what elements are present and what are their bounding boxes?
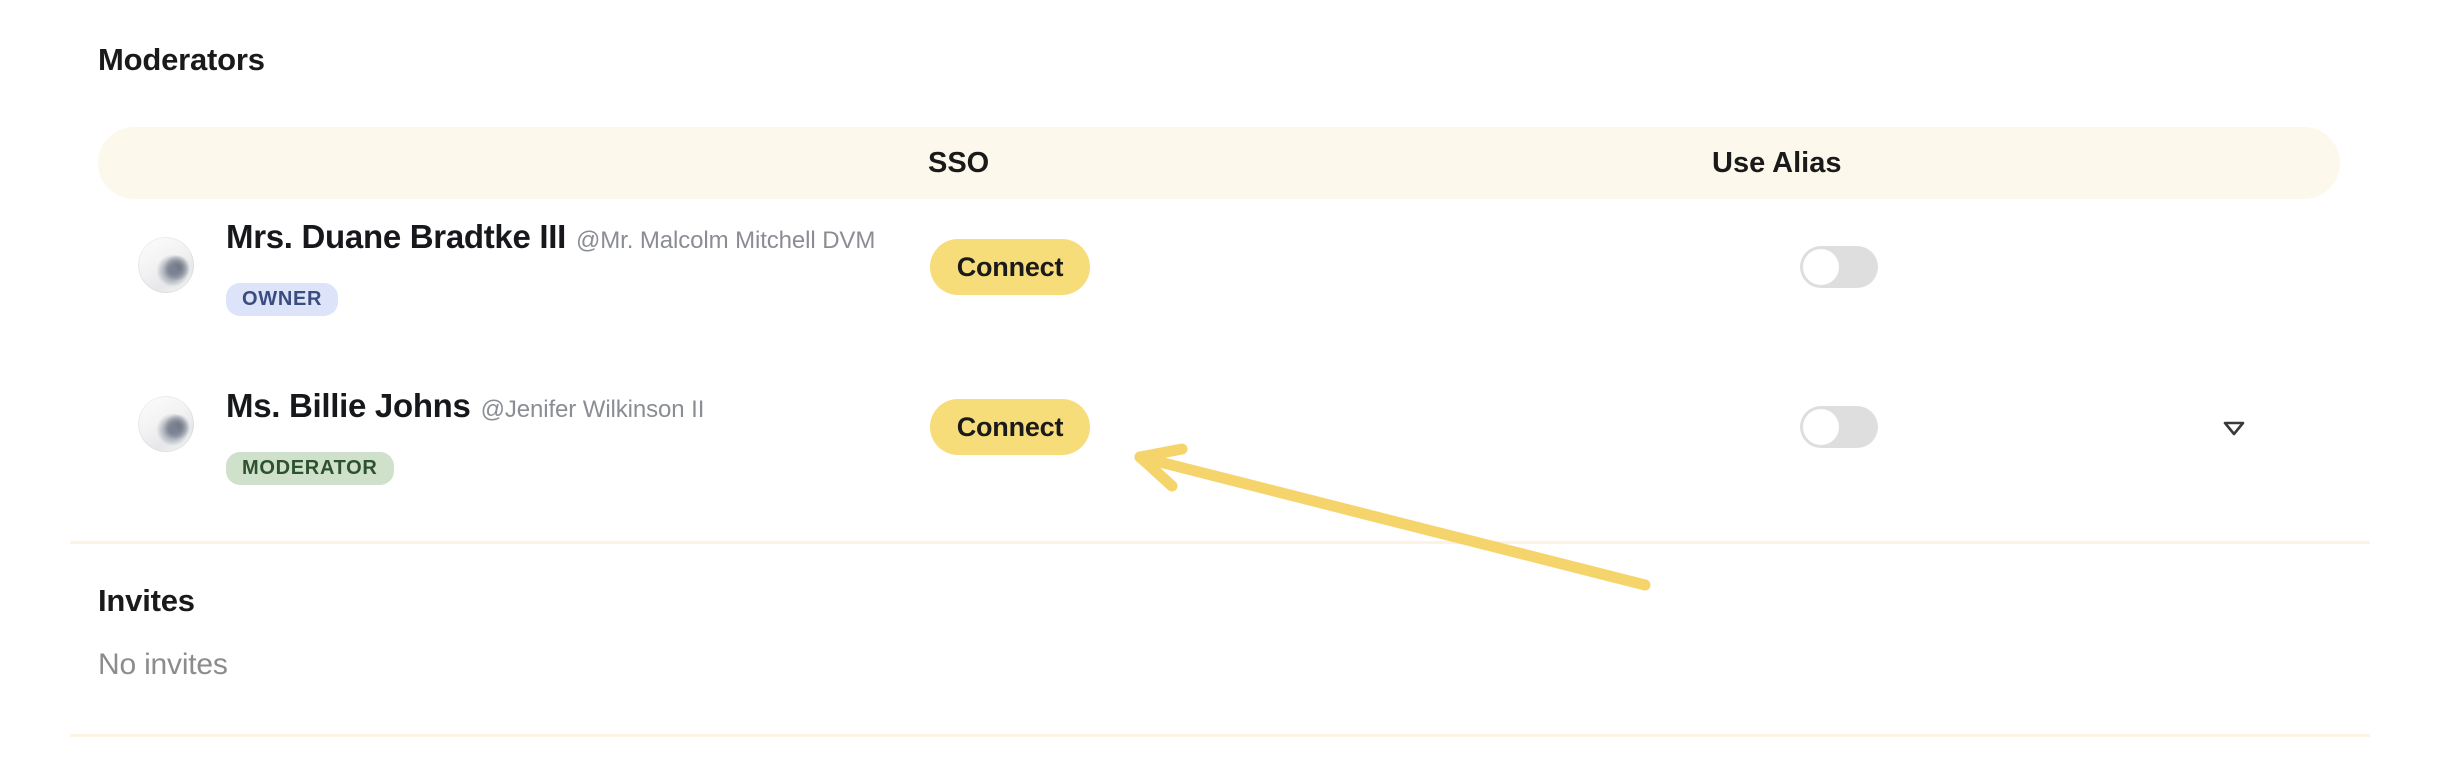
member-name-line: Ms. Billie Johns @Jenifer Wilkinson II xyxy=(226,382,704,441)
table-row: Mrs. Duane Bradtke III @Mr. Malcolm Mitch… xyxy=(98,199,2340,374)
section-divider xyxy=(70,541,2370,544)
column-header-use-alias: Use Alias xyxy=(1712,147,1842,179)
moderators-section-title: Moderators xyxy=(98,42,265,77)
sso-connect-button[interactable]: Connect xyxy=(930,399,1090,455)
caret-down-icon xyxy=(2223,421,2245,436)
section-divider xyxy=(70,734,2370,737)
column-header-sso: SSO xyxy=(928,147,990,179)
toggle-knob xyxy=(1803,409,1839,445)
moderators-table: SSO Use Alias Mrs. Duane Bradtke III @Mr.… xyxy=(98,127,2340,489)
table-header-row: SSO Use Alias xyxy=(98,127,2340,199)
avatar xyxy=(138,237,194,293)
role-badge: MODERATOR xyxy=(226,452,394,485)
member-handle: @Mr. Malcolm Mitchell DVM xyxy=(576,227,876,254)
invites-section-title: Invites xyxy=(98,583,195,618)
row-menu-button[interactable] xyxy=(2208,401,2260,453)
member-name-line: Mrs. Duane Bradtke III @Mr. Malcolm Mitch… xyxy=(226,213,875,272)
member-handle: @Jenifer Wilkinson II xyxy=(480,396,705,423)
toggle-knob xyxy=(1803,249,1839,285)
member-identity: Ms. Billie Johns @Jenifer Wilkinson II MO… xyxy=(226,382,704,485)
table-row: Ms. Billie Johns @Jenifer Wilkinson II MO… xyxy=(98,374,2340,489)
avatar xyxy=(138,396,194,452)
member-identity: Mrs. Duane Bradtke III @Mr. Malcolm Mitch… xyxy=(226,213,875,316)
member-name: Mrs. Duane Bradtke III xyxy=(226,218,566,255)
use-alias-toggle[interactable] xyxy=(1800,246,1878,288)
role-badge: OWNER xyxy=(226,283,339,316)
use-alias-toggle[interactable] xyxy=(1800,406,1878,448)
sso-connect-button[interactable]: Connect xyxy=(930,239,1090,295)
invites-empty-state: No invites xyxy=(98,648,228,681)
member-name: Ms. Billie Johns xyxy=(226,387,471,424)
